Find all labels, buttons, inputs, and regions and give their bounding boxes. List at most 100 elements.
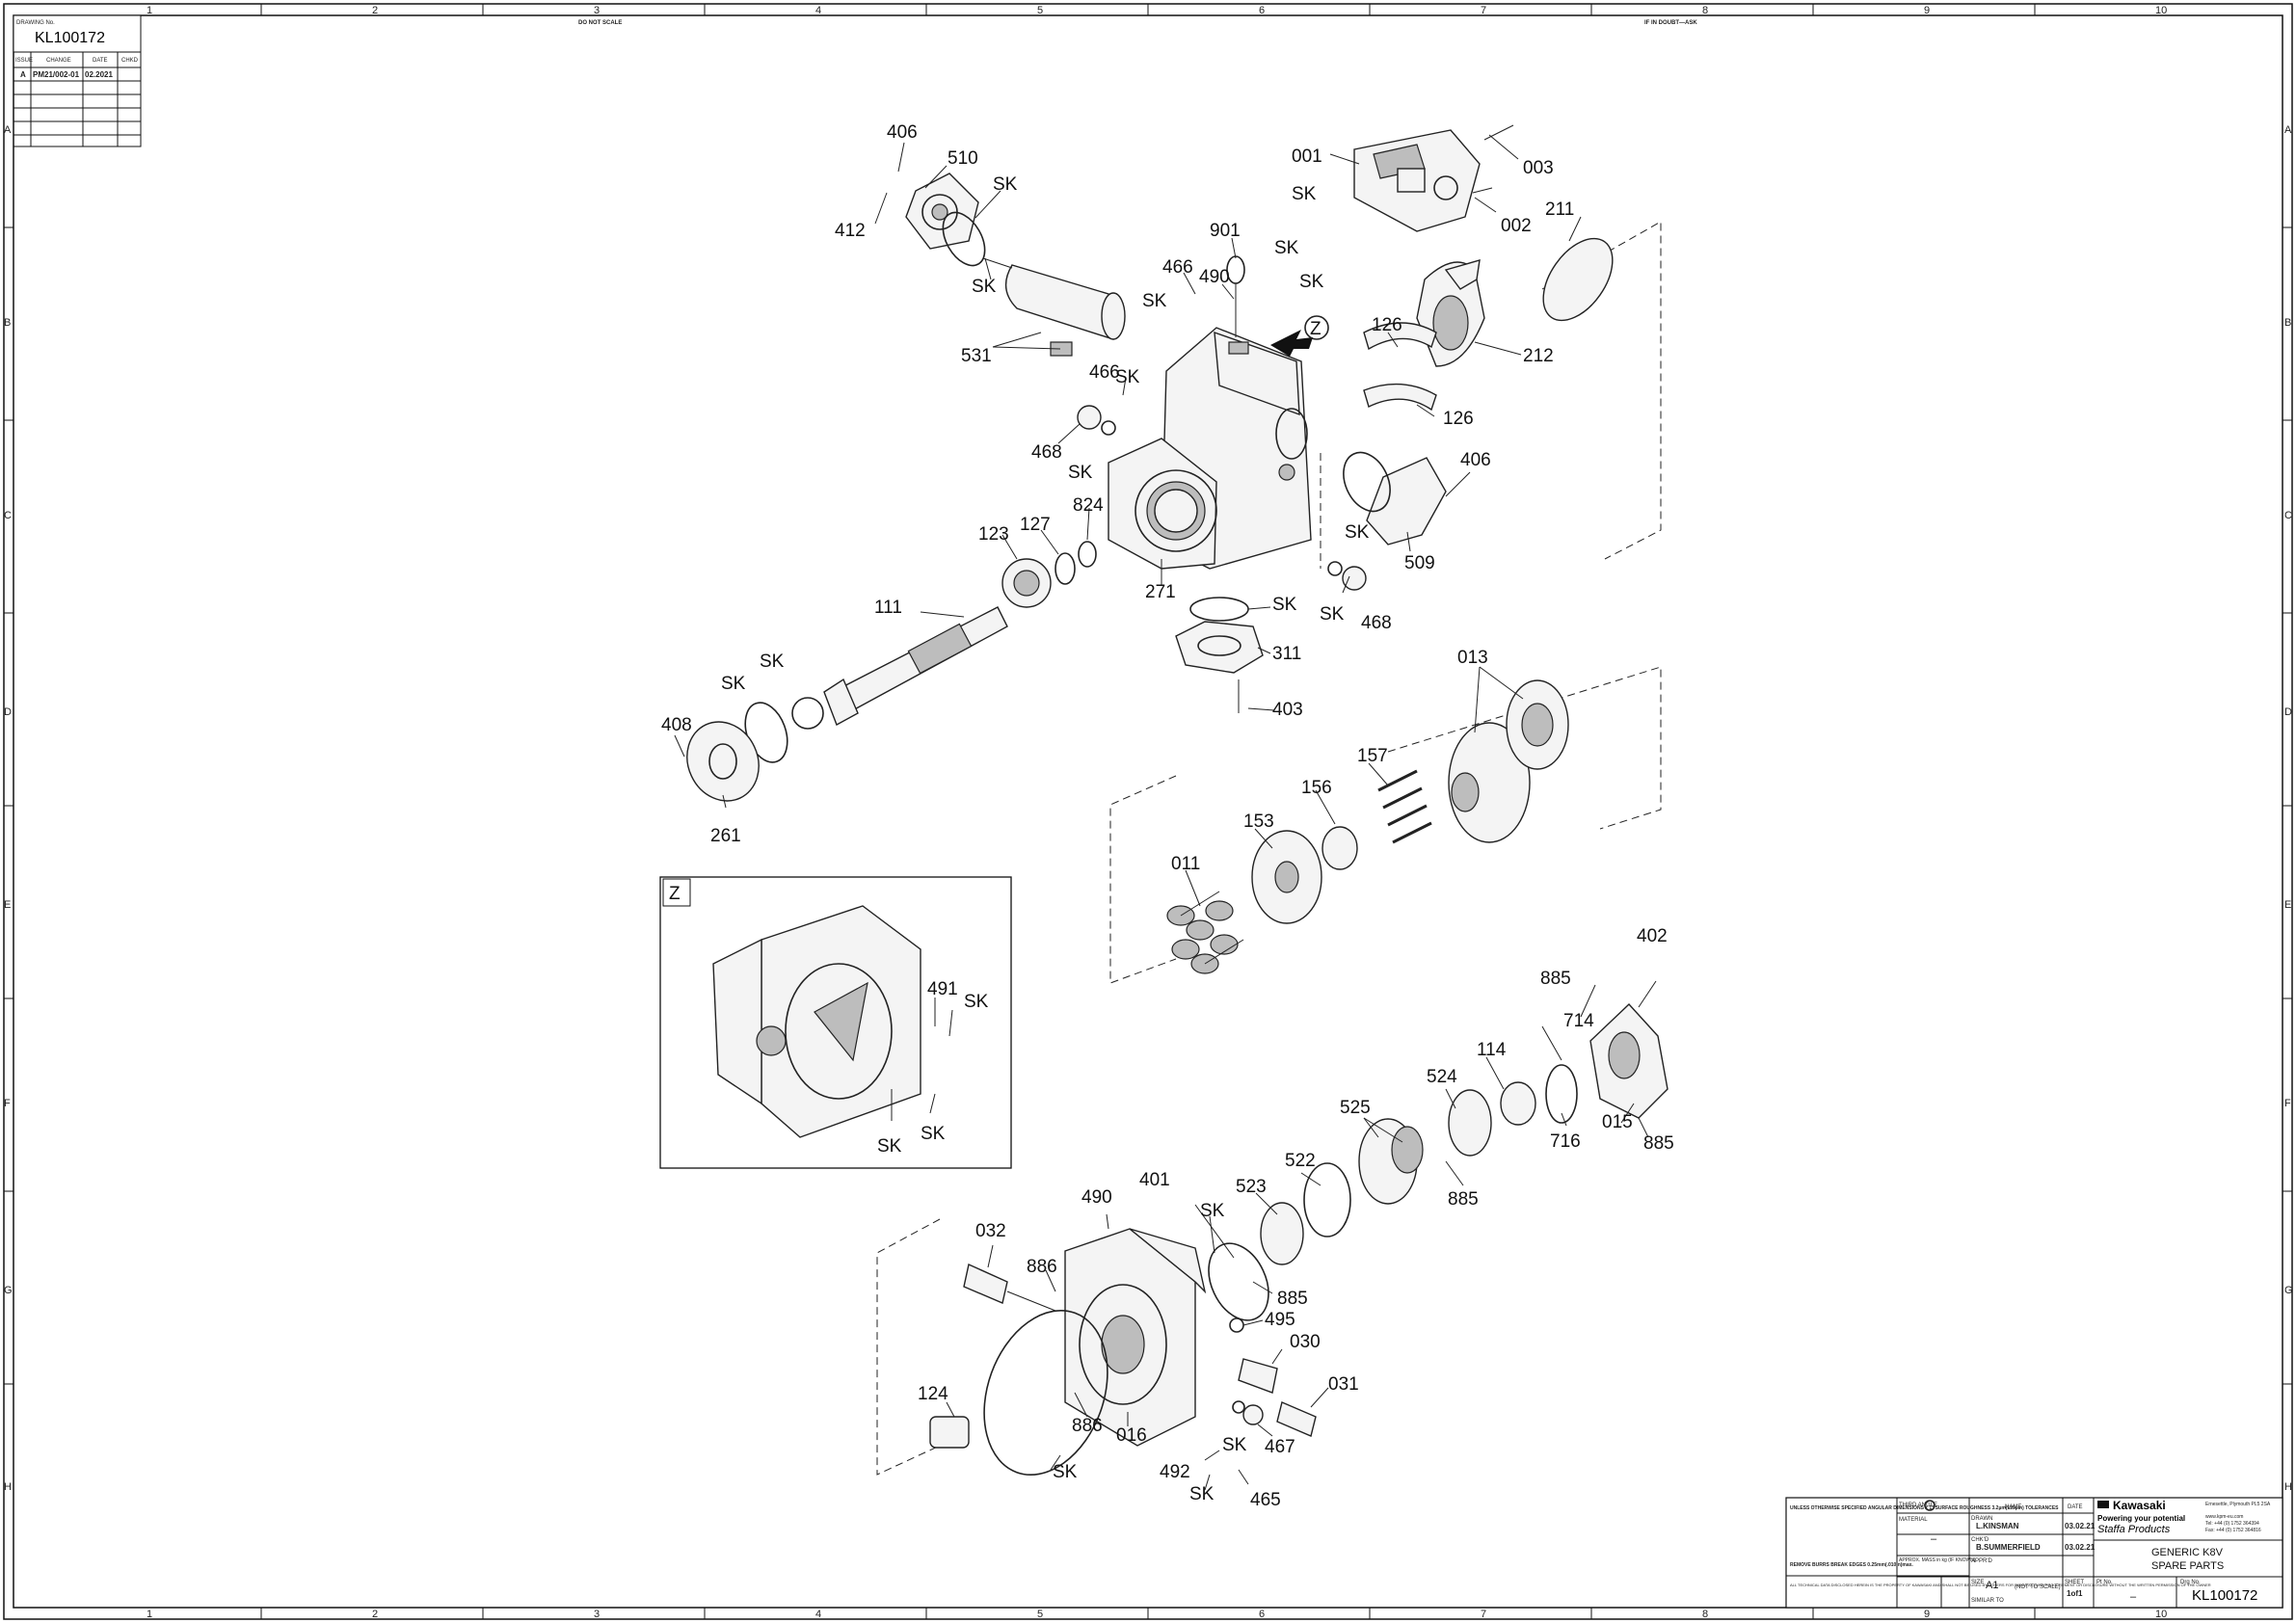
callout-406-right: 406: [1460, 450, 1491, 470]
callout-114: 114: [1477, 1040, 1507, 1060]
callout-sk-8: SK: [1068, 463, 1093, 483]
drawn-name: L.KINSMAN: [1976, 1522, 2019, 1530]
rev-header-date: DATE: [93, 58, 108, 64]
plug-468-right: [1342, 566, 1367, 591]
zone-col-4-bottom: 4: [815, 1609, 821, 1620]
approved-label: APPR'D: [1971, 1558, 1992, 1564]
zone-col-1: 1: [147, 5, 152, 16]
callout-885-right: 885: [1643, 1133, 1674, 1154]
callout-sk-3: SK: [1292, 184, 1317, 204]
callout-311: 311: [1272, 644, 1301, 664]
callout-468-right: 468: [1361, 613, 1392, 633]
zone-row-f: F: [4, 1098, 11, 1109]
callout-523: 523: [1236, 1177, 1267, 1197]
valve-031: [1276, 1401, 1317, 1437]
zone-col-8: 8: [1702, 5, 1708, 16]
rev-issue-a: A: [20, 70, 26, 79]
callout-sk-12: SK: [760, 652, 785, 672]
callout-labels: 406 510 412 SK SK 531 001 003 SK SK SK 0…: [661, 122, 1674, 1510]
do-not-scale-note: DO NOT SCALE: [578, 20, 622, 26]
name-header: NAME: [2005, 1504, 2021, 1510]
view-z-circle: [1304, 315, 1329, 340]
callout-402: 402: [1637, 926, 1668, 946]
callout-491: 491: [927, 979, 958, 999]
callout-013: 013: [1457, 648, 1488, 668]
not-to-scale-label: (NOT TO SCALE): [2015, 1584, 2061, 1590]
cylinder-013: [1448, 722, 1531, 843]
ring-522: [1303, 1162, 1351, 1237]
o-ring-sk-311: [1189, 597, 1249, 622]
cover-509: [1366, 457, 1447, 545]
callout-001: 001: [1292, 146, 1322, 167]
callout-886-upper: 886: [1027, 1257, 1057, 1277]
zone-row-c-right: C: [2284, 510, 2292, 521]
callout-495: 495: [1265, 1310, 1295, 1330]
callout-127: 127: [1020, 515, 1051, 535]
callout-412: 412: [835, 221, 866, 241]
zone-row-b-right: B: [2284, 317, 2291, 329]
zone-col-7: 7: [1481, 5, 1486, 16]
zone-col-10: 10: [2155, 5, 2167, 16]
rev-header-chkd: CHKD: [121, 58, 139, 64]
callout-sk-18: SK: [1222, 1435, 1247, 1455]
callout-sk-20: SK: [1189, 1484, 1215, 1504]
zone-row-c: C: [4, 510, 12, 521]
zone-col-7-bottom: 7: [1481, 1609, 1486, 1620]
callout-509: 509: [1404, 553, 1435, 573]
pistons-011: [1166, 891, 1244, 974]
company-fax: Fax: +44 (0) 1752 364816: [2205, 1528, 2261, 1533]
callout-156: 156: [1301, 778, 1332, 798]
callout-465: 465: [1250, 1490, 1281, 1510]
callout-406-top: 406: [887, 122, 918, 143]
drawn-date: 03.02.21: [2065, 1522, 2096, 1530]
checked-date: 03.02.21: [2065, 1543, 2096, 1552]
checked-name: B.SUMMERFIELD: [1976, 1543, 2041, 1552]
if-in-doubt-note: IF IN DOUBT—ASK: [1644, 20, 1697, 26]
zone-row-e-right: E: [2284, 899, 2291, 911]
end-cover-016: [1064, 1228, 1207, 1447]
confidential-note: ALL TECHNICAL DATA DISCLOSED HEREIN IS T…: [1790, 1583, 2211, 1587]
callout-126-lower: 126: [1443, 409, 1474, 429]
company-web: www.kpm-eu.com: [2205, 1514, 2243, 1520]
callout-492: 492: [1160, 1462, 1190, 1482]
zone-row-b: B: [4, 317, 11, 329]
zone-col-6: 6: [1259, 5, 1265, 16]
zone-row-labels-left: A B C D E F G H: [4, 124, 13, 1493]
callout-467: 467: [1265, 1437, 1295, 1457]
port-flange-311: [1175, 621, 1264, 674]
kawasaki-logo-text: Kawasaki: [2113, 1499, 2166, 1512]
zone-row-h-right: H: [2284, 1481, 2292, 1493]
callout-015: 015: [1602, 1112, 1633, 1132]
callout-901: 901: [1210, 221, 1241, 241]
lower-assembly: [929, 980, 1669, 1477]
callout-153: 153: [1243, 812, 1274, 832]
view-z-arrow: [1270, 330, 1313, 357]
pt-no-value: –: [2130, 1591, 2137, 1603]
swash-plate-212: [1416, 259, 1485, 367]
flange-510: [905, 173, 986, 267]
zone-row-f-right: F: [2284, 1098, 2291, 1109]
plug-468-left: [1077, 405, 1102, 430]
callout-sk-2: SK: [972, 277, 997, 297]
company-address: Ernesettle, Plymouth PL5 2SA: [2205, 1502, 2271, 1507]
zone-col-9: 9: [1924, 5, 1930, 16]
drive-shaft-111: [823, 606, 1008, 726]
description-line-2: SPARE PARTS: [2151, 1560, 2224, 1572]
callout-885-top: 885: [1540, 969, 1571, 989]
callout-885-lower: 885: [1277, 1289, 1308, 1309]
callout-sk-19: SK: [1053, 1462, 1078, 1482]
callout-466-upper: 466: [1162, 257, 1193, 278]
zone-column-labels-bottom: 1 2 3 4 5 6 7 8 9 10: [147, 1609, 2167, 1620]
callout-714: 714: [1563, 1011, 1594, 1031]
callout-011: 011: [1171, 854, 1200, 874]
callout-sk-6: SK: [1142, 291, 1167, 311]
callout-sk-4: SK: [1274, 238, 1299, 258]
drawn-label: DRAWN: [1971, 1516, 1992, 1522]
callout-211: 211: [1545, 200, 1574, 220]
zone-col-9-bottom: 9: [1924, 1609, 1930, 1620]
bolt-401: [1194, 1204, 1235, 1259]
callout-716: 716: [1550, 1131, 1581, 1152]
description-line-1: GENERIC K8V: [2151, 1547, 2224, 1558]
callout-003: 003: [1523, 158, 1554, 178]
